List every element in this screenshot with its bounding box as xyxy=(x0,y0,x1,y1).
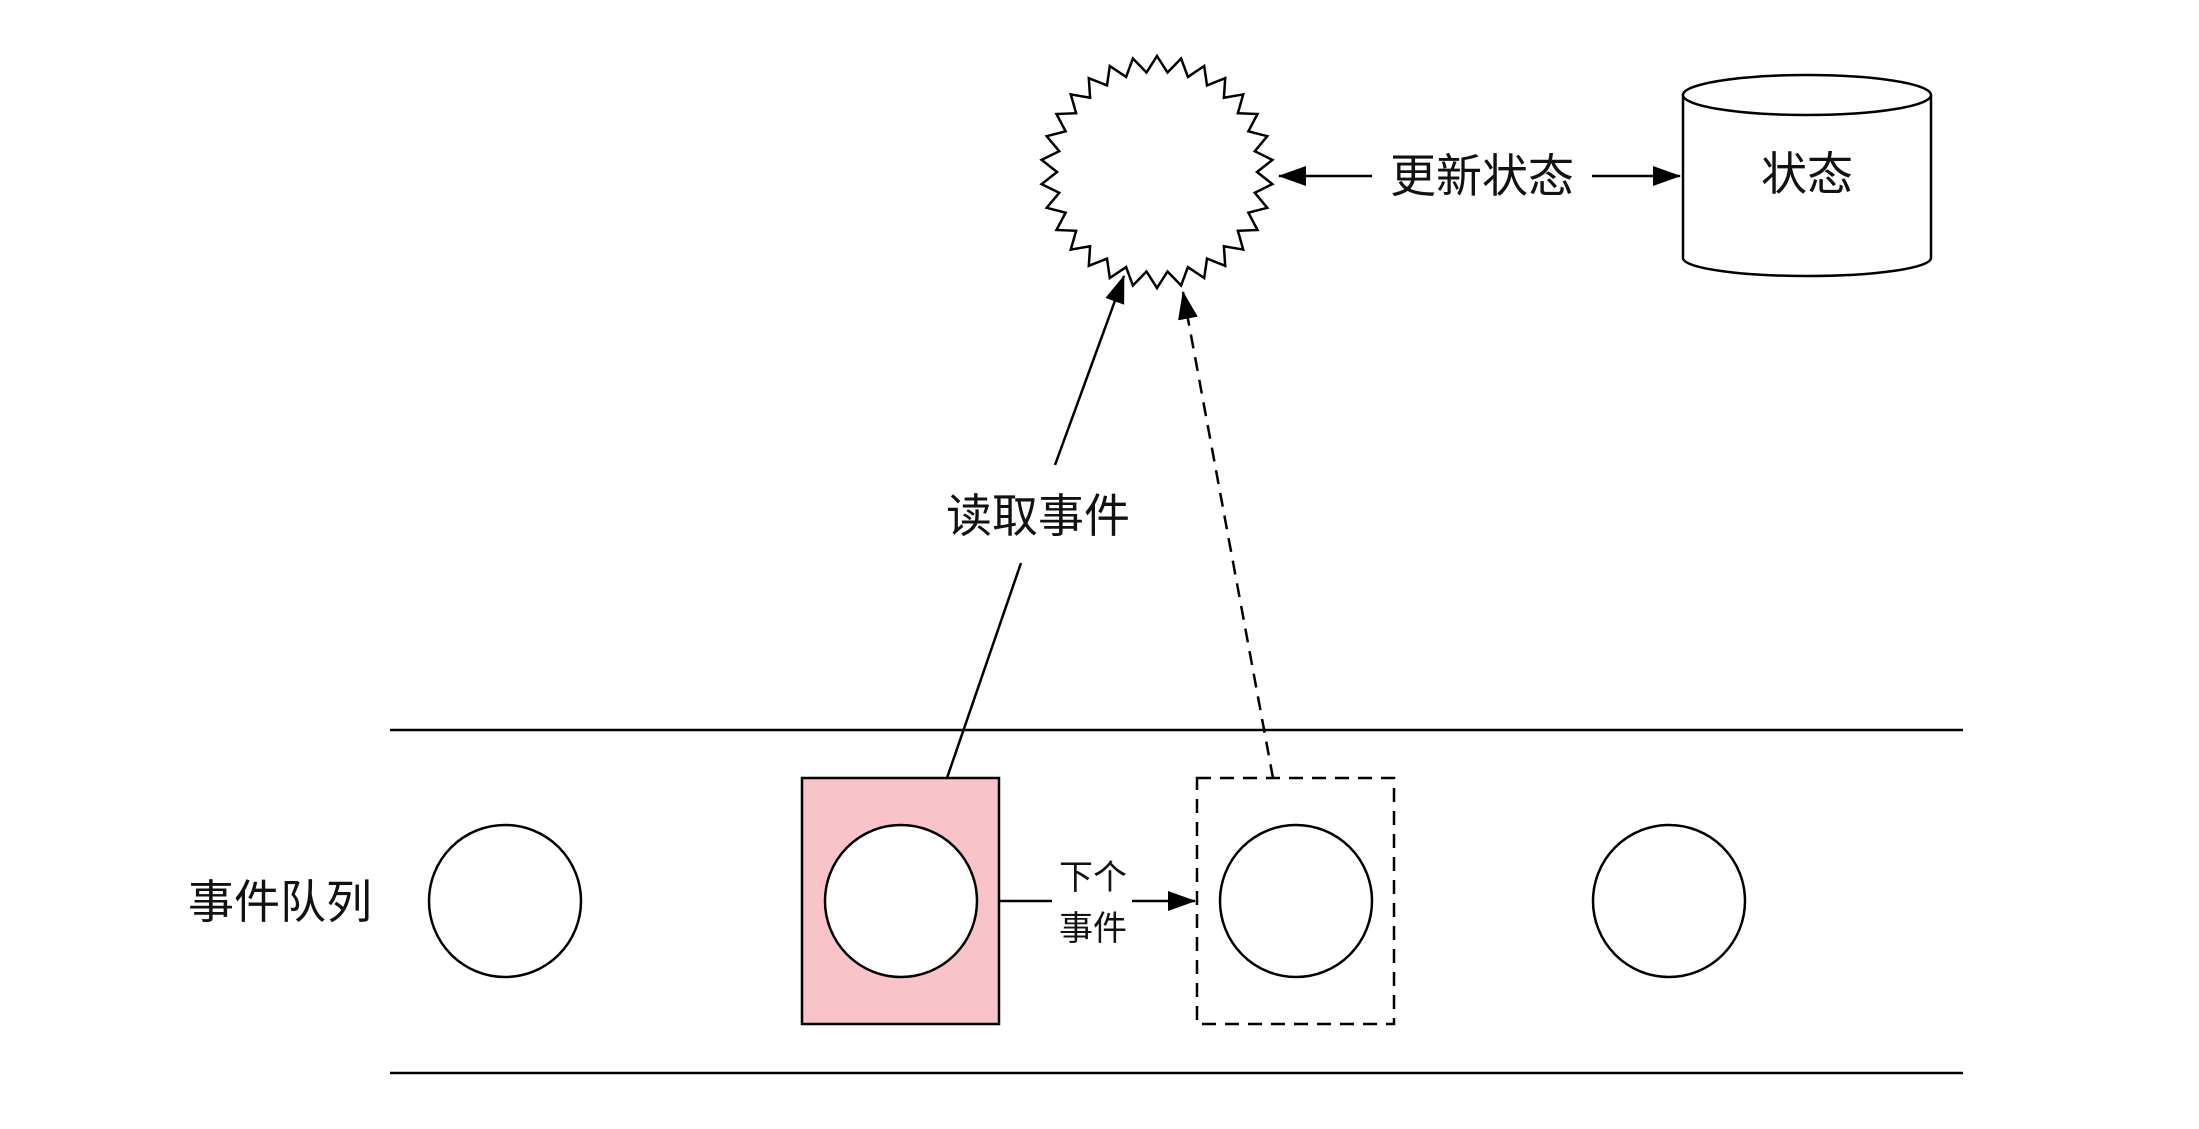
read-event-arrow-upper xyxy=(1053,275,1126,466)
next-event-connector: 下个 事件 xyxy=(999,858,1196,949)
next-event-label-line2: 事件 xyxy=(1059,909,1127,949)
queue-event-next xyxy=(1218,823,1374,979)
queue-event-4 xyxy=(1591,823,1747,979)
next-event-label-line1: 下个 xyxy=(1059,858,1127,898)
update-state-connector: 更新状态 xyxy=(1278,149,1681,203)
update-state-label: 更新状态 xyxy=(1390,149,1574,203)
processor-starburst xyxy=(1039,53,1275,291)
read-event-label: 读取事件 xyxy=(946,489,1130,543)
event-queue-label: 事件队列 xyxy=(188,875,372,929)
next-read-dashed-arrow xyxy=(1178,291,1275,779)
state-store-label: 状态 xyxy=(1761,147,1853,201)
read-event-connector: 读取事件 xyxy=(945,275,1130,779)
read-event-line-lower xyxy=(945,562,1023,779)
state-store-cylinder: 状态 xyxy=(1681,73,1933,278)
queue-event-1 xyxy=(427,823,583,979)
next-event-box xyxy=(1195,776,1396,1026)
queue-event-current xyxy=(823,823,979,979)
